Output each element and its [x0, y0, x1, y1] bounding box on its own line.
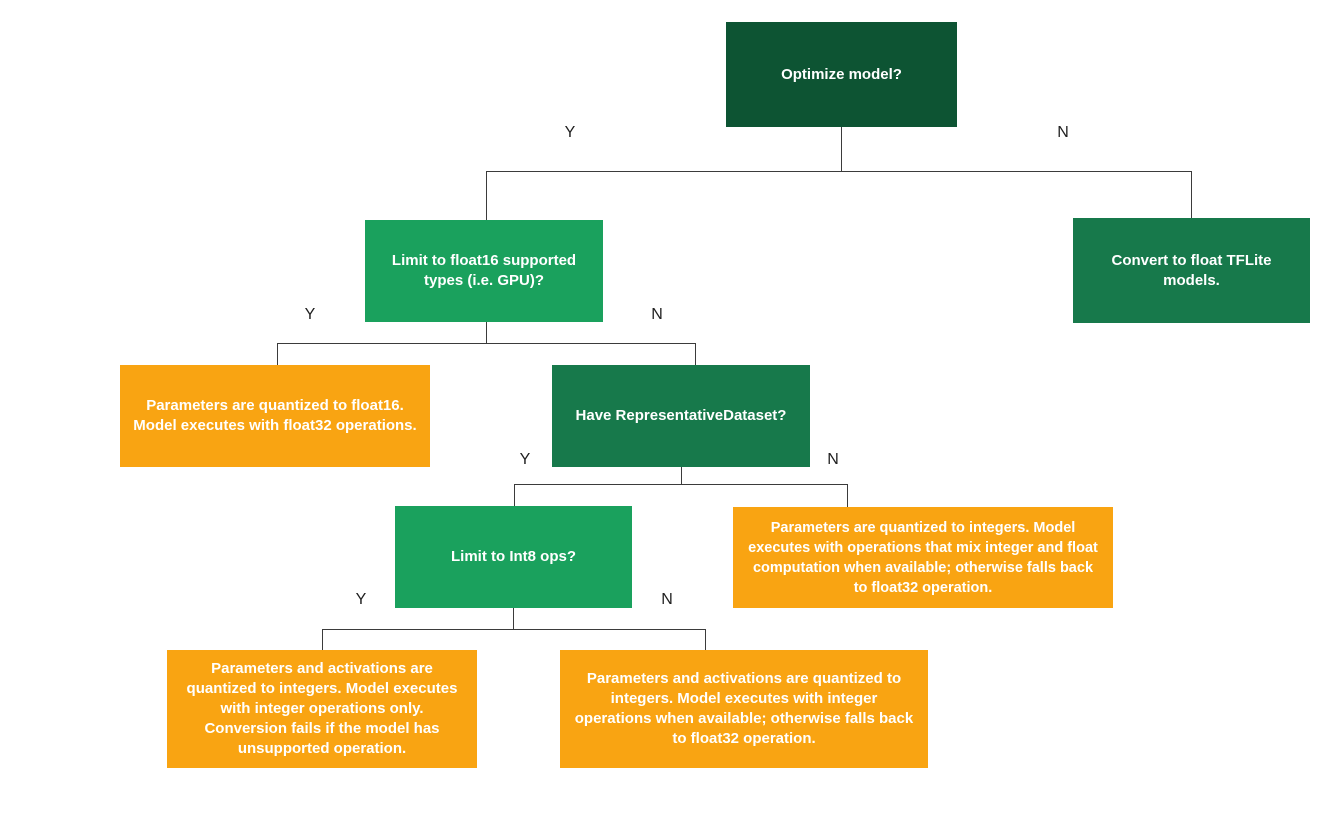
node-integer-only-result-label: Parameters and activations are quantized…	[186, 660, 458, 757]
connector-repdataset-yes-drop	[514, 484, 515, 506]
connector-optimize-yes-drop	[486, 171, 487, 220]
node-limit-float16-types: Limit to float16 supported types (i.e. G…	[365, 220, 603, 322]
connector-repdataset-stem	[681, 467, 682, 484]
connector-repdataset-no-drop	[847, 484, 848, 507]
branch-label-int8-yes: Y	[355, 591, 367, 608]
branch-label-optimize-yes: Y	[564, 124, 576, 141]
connector-float16-no-drop	[695, 343, 696, 365]
branch-label-repdataset-yes: Y	[519, 451, 531, 468]
node-float16-quantized-result-label: Parameters are quantized to float16. Mod…	[133, 397, 417, 434]
node-optimize-model: Optimize model?	[726, 22, 957, 127]
connector-float16-yes-drop	[277, 343, 278, 365]
connector-optimize-no-drop	[1191, 171, 1192, 218]
node-have-representative-dataset-label: Have RepresentativeDataset?	[575, 407, 787, 424]
branch-label-optimize-no: N	[1057, 124, 1069, 141]
node-integer-fallback-result: Parameters and activations are quantized…	[560, 650, 928, 768]
node-have-representative-dataset: Have RepresentativeDataset?	[552, 365, 810, 467]
node-optimize-model-label: Optimize model?	[781, 65, 902, 83]
connector-repdataset-branch-bar	[514, 484, 847, 485]
node-integer-fallback-result-label: Parameters and activations are quantized…	[574, 670, 914, 747]
branch-label-float16-yes: Y	[304, 306, 316, 323]
node-convert-float-tflite-label: Convert to float TFLite models.	[1111, 251, 1272, 289]
connector-int8-no-drop	[705, 629, 706, 650]
node-float16-quantized-result: Parameters are quantized to float16. Mod…	[120, 365, 430, 467]
connector-optimize-branch-bar	[486, 171, 1191, 172]
connector-int8-stem	[513, 608, 514, 629]
node-limit-int8-ops: Limit to Int8 ops?	[395, 506, 632, 608]
node-integer-only-result: Parameters and activations are quantized…	[167, 650, 477, 768]
node-limit-float16-types-label: Limit to float16 supported types (i.e. G…	[391, 252, 577, 289]
branch-label-float16-no: N	[651, 306, 663, 323]
connector-int8-branch-bar	[322, 629, 705, 630]
connector-float16-stem	[486, 322, 487, 343]
node-mixed-int-float-result: Parameters are quantized to integers. Mo…	[733, 507, 1113, 608]
node-limit-int8-ops-label: Limit to Int8 ops?	[451, 548, 576, 565]
connector-int8-yes-drop	[322, 629, 323, 650]
node-convert-float-tflite: Convert to float TFLite models.	[1073, 218, 1310, 323]
connector-optimize-stem	[841, 127, 842, 171]
branch-label-repdataset-no: N	[827, 451, 839, 468]
branch-label-int8-no: N	[661, 591, 673, 608]
connector-float16-branch-bar	[277, 343, 695, 344]
node-mixed-int-float-result-label: Parameters are quantized to integers. Mo…	[748, 519, 1098, 596]
